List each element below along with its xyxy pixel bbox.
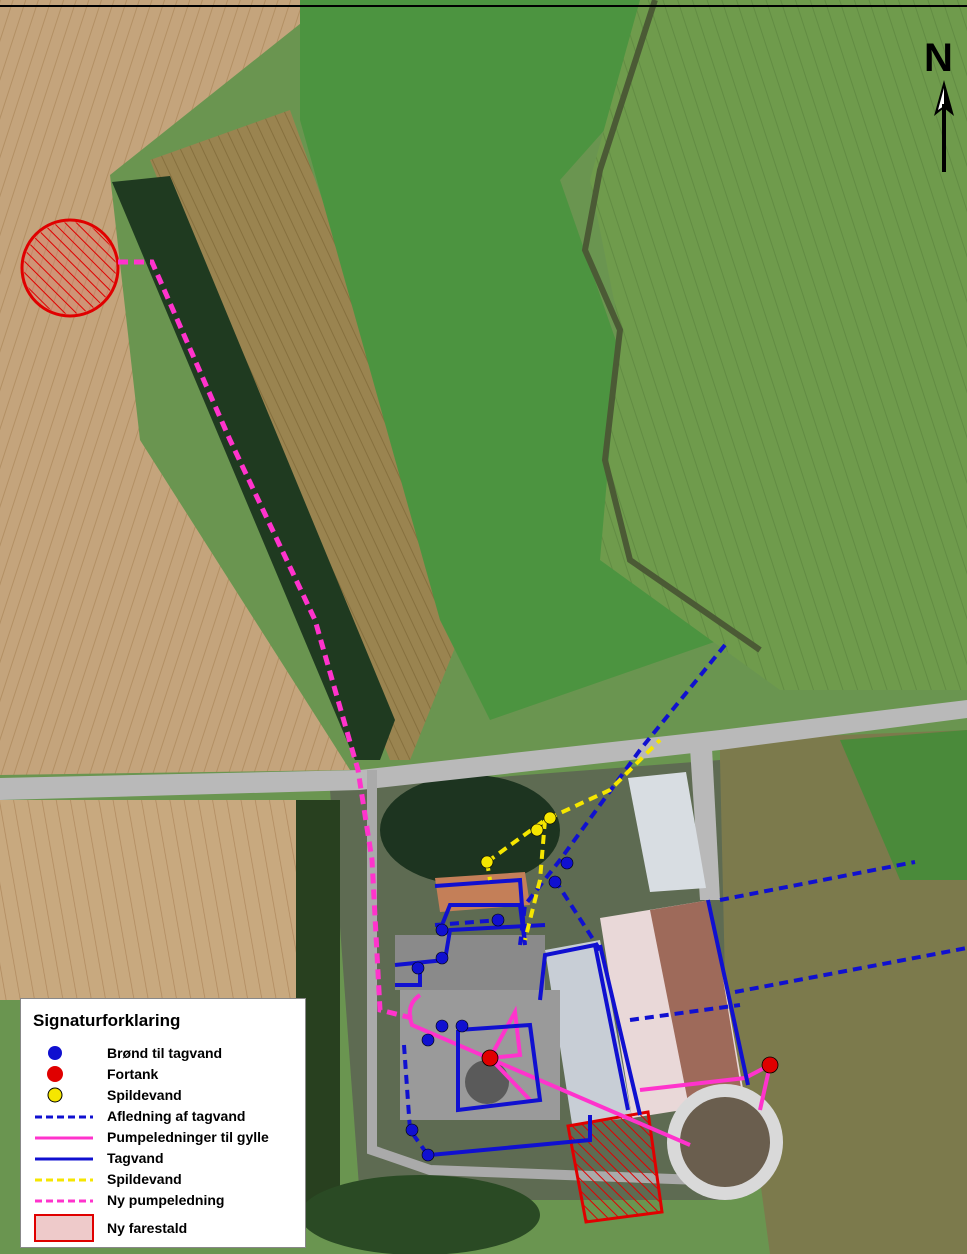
fortank-points <box>481 1049 779 1074</box>
new-tank-circle <box>20 218 120 318</box>
legend-item-spildevand-point: Spildevand <box>21 1085 307 1107</box>
legend-label: Spildevand <box>107 1087 182 1103</box>
legend-label: Afledning af tagvand <box>107 1108 246 1124</box>
legend-item-tagvand: Tagvand <box>21 1148 307 1170</box>
legend-label: Brønd til tagvand <box>107 1045 223 1061</box>
blue-dashed-line-icon <box>35 1115 93 1119</box>
legend-item-ny-pumpeledning: Ny pumpeledning <box>21 1190 307 1212</box>
legend-item-fortank: Fortank <box>21 1064 307 1086</box>
legend-label: Ny pumpeledning <box>107 1192 225 1208</box>
north-arrow-icon <box>934 80 954 172</box>
legend-item-afledning: Afledning af tagvand <box>21 1106 307 1128</box>
brond-points <box>405 856 574 1162</box>
yellow-dot-icon <box>47 1087 63 1103</box>
legend-label: Spildevand <box>107 1171 182 1187</box>
ny-pumpeledning-line <box>118 259 413 1021</box>
yellow-dashed-line-icon <box>35 1178 93 1182</box>
afledning-lines <box>402 643 967 1160</box>
legend-box: Signaturforklaring Brønd til tagvand For… <box>20 998 306 1248</box>
legend-label: Tagvand <box>107 1150 164 1166</box>
magenta-solid-line-icon <box>35 1136 93 1140</box>
legend-label: Fortank <box>107 1066 159 1082</box>
blue-solid-line-icon <box>35 1157 93 1161</box>
legend-label: Pumpeledninger til gylle <box>107 1129 269 1145</box>
red-dot-icon <box>47 1066 63 1082</box>
legend-title: Signaturforklaring <box>33 1011 181 1030</box>
legend-label: Ny farestald <box>107 1220 188 1236</box>
north-label: N <box>924 36 953 80</box>
blue-dot-icon <box>48 1046 62 1060</box>
magenta-dashed-line-icon <box>35 1199 93 1203</box>
legend-item-spildevand-line: Spildevand <box>21 1169 307 1191</box>
legend-item-pumpeledninger: Pumpeledninger til gylle <box>21 1127 307 1149</box>
legend-item-brond: Brønd til tagvand <box>21 1043 307 1065</box>
legend-item-ny-farestald: Ny farestald <box>21 1213 307 1243</box>
red-box-icon <box>34 1214 94 1242</box>
spildevand-points <box>480 811 557 869</box>
north-arrow: N <box>922 38 962 174</box>
